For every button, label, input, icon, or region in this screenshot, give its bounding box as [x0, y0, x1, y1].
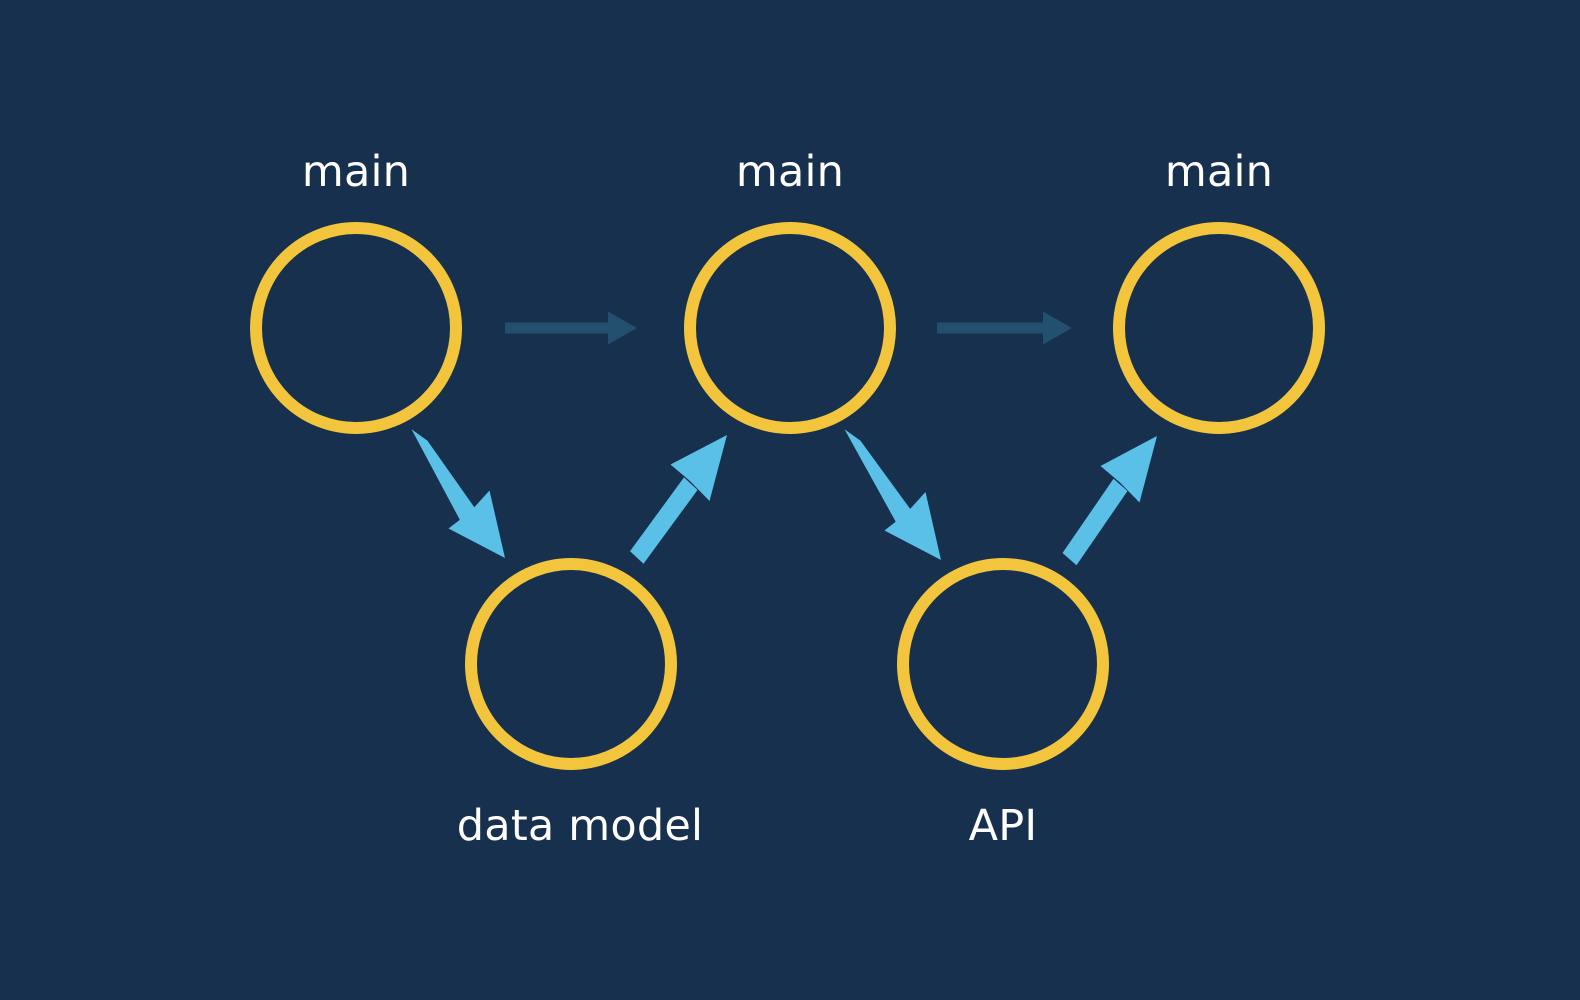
node-api-label: API [969, 801, 1038, 851]
edge-datamodel-main2-arrow [630, 435, 727, 564]
merge-arrows-group [411, 429, 1157, 566]
node-main-1-circle[interactable] [250, 222, 462, 434]
edge-api-main3-arrow [1062, 436, 1157, 566]
node-main-2-label: main [736, 147, 844, 197]
node-main-3-label: main [1165, 147, 1273, 197]
node-main-2-circle[interactable] [684, 222, 896, 434]
edge-main1-datamodel-arrow [411, 429, 505, 558]
nodes-group [250, 222, 1325, 770]
node-data-model-label: data model [457, 801, 703, 851]
node-api-circle[interactable] [897, 558, 1109, 770]
edge-main1-main2-arrow [505, 311, 637, 345]
edge-main2-main3-arrow [937, 311, 1072, 345]
straight-arrows-group [505, 311, 1072, 345]
node-main-1-label: main [302, 147, 410, 197]
edge-main2-api-arrow [844, 429, 941, 560]
labels-group: main main main data model API [302, 147, 1273, 851]
node-data-model-circle[interactable] [465, 558, 677, 770]
node-main-3-circle[interactable] [1113, 222, 1325, 434]
